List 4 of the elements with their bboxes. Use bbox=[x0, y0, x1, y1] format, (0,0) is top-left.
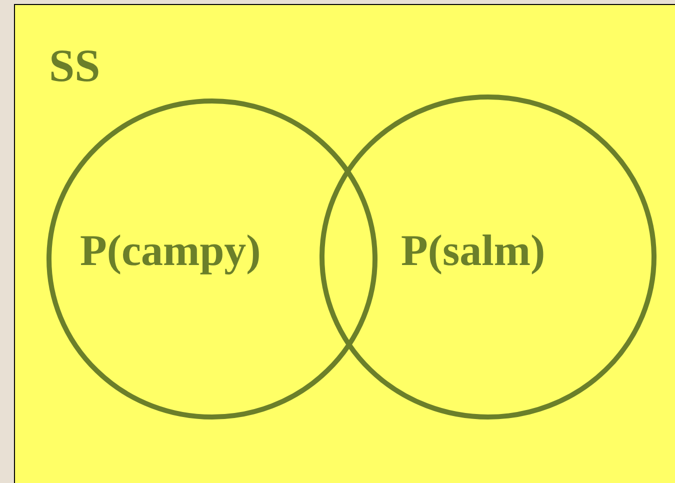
sample-space-panel bbox=[14, 4, 675, 483]
set-label: P(salm) bbox=[401, 225, 546, 276]
sample-space-label: SS bbox=[49, 39, 100, 92]
set-label: P(campy) bbox=[80, 225, 261, 276]
